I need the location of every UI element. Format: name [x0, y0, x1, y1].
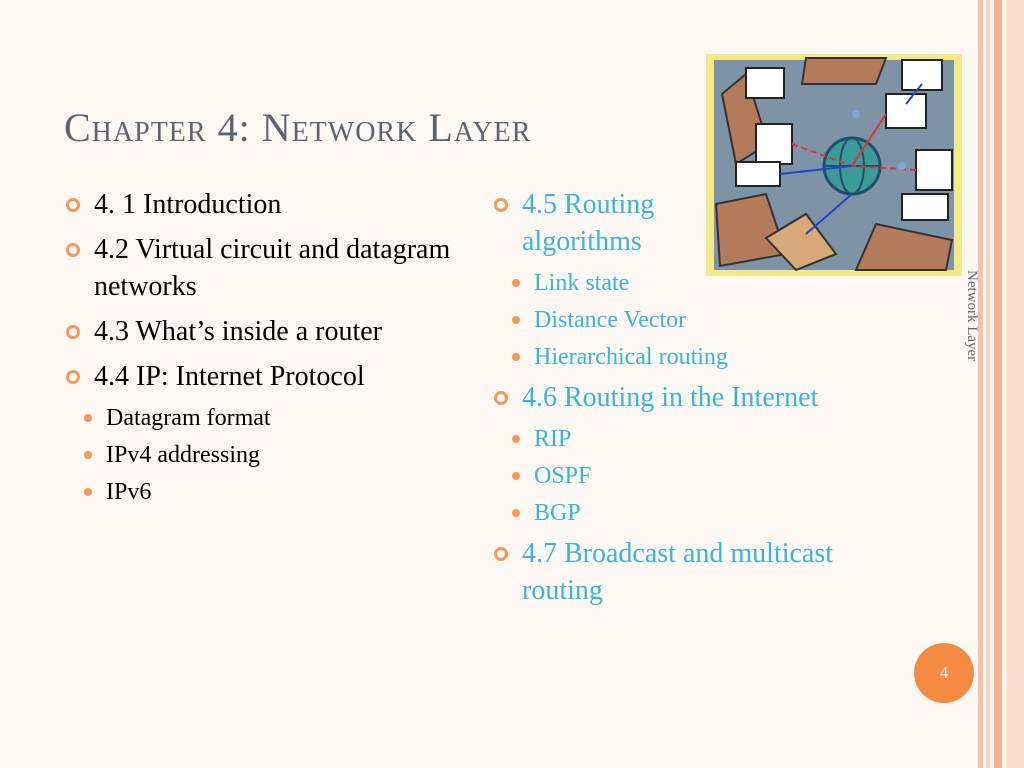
dot-bullet-icon: [84, 488, 92, 496]
bullet-item: 4.7 Broadcast and multicast routing: [494, 535, 834, 609]
bullet-item: 4. 1 Introduction: [66, 186, 466, 223]
bullet-item: 4.3 What’s inside a router: [66, 313, 466, 350]
dot-bullet-icon: [512, 472, 520, 480]
sub-bullet-text: IPv4 addressing: [106, 442, 260, 468]
left-column: 4. 1 Introduction 4.2 Virtual circuit an…: [66, 186, 466, 514]
sub-bullet-item: BGP: [494, 498, 834, 528]
ring-bullet-icon: [494, 547, 508, 561]
page-number-badge: 4: [914, 643, 974, 703]
bullet-text: 4.7 Broadcast and multicast routing: [522, 538, 834, 606]
sub-bullet-text: RIP: [534, 426, 572, 452]
decorative-stripes: [978, 0, 1024, 768]
sub-bullet-item: Datagram format: [66, 403, 466, 433]
ring-bullet-icon: [66, 243, 80, 257]
sub-bullet-item: IPv4 addressing: [66, 440, 466, 470]
sub-bullet-item: RIP: [494, 424, 834, 454]
dot-bullet-icon: [512, 316, 520, 324]
sub-bullet-item: IPv6: [66, 477, 466, 507]
sub-bullet-text: Datagram format: [106, 405, 271, 431]
sub-bullet-item: Distance Vector: [494, 305, 834, 335]
bullet-text: 4.5 Routing algorithms: [522, 189, 655, 257]
page-number: 4: [939, 663, 949, 682]
dot-bullet-icon: [84, 414, 92, 422]
dot-bullet-icon: [512, 509, 520, 517]
dot-bullet-icon: [84, 451, 92, 459]
right-column: 4.5 Routing algorithms Link state Distan…: [494, 186, 834, 617]
bullet-text: 4.3 What’s inside a router: [94, 316, 382, 347]
sub-bullet-text: OSPF: [534, 463, 592, 489]
dot-bullet-icon: [512, 279, 520, 287]
bullet-item: 4.6 Routing in the Internet: [494, 379, 834, 416]
sub-bullet-text: IPv6: [106, 479, 152, 505]
sub-bullet-item: Hierarchical routing: [494, 342, 834, 372]
slide-title: Chapter 4: Network Layer: [64, 105, 532, 150]
ring-bullet-icon: [494, 391, 508, 405]
side-section-label: Network Layer: [964, 270, 980, 362]
bullet-item: 4.4 IP: Internet Protocol: [66, 358, 466, 395]
bullet-item: 4.2 Virtual circuit and datagram network…: [66, 231, 466, 305]
sub-bullet-text: Distance Vector: [534, 307, 687, 333]
bullet-text: 4.4 IP: Internet Protocol: [94, 361, 365, 392]
dot-bullet-icon: [512, 435, 520, 443]
sub-bullet-item: OSPF: [494, 461, 834, 491]
bullet-text: 4.6 Routing in the Internet: [522, 382, 819, 413]
dot-bullet-icon: [512, 353, 520, 361]
sub-bullet-text: Link state: [534, 270, 630, 296]
sub-bullet-item: Link state: [494, 268, 834, 298]
ring-bullet-icon: [66, 325, 80, 339]
ring-bullet-icon: [494, 198, 508, 212]
bullet-item: 4.5 Routing algorithms: [494, 186, 834, 260]
network-globe-clipart: [706, 54, 962, 276]
bullet-text: 4. 1 Introduction: [94, 189, 282, 220]
sub-bullet-text: BGP: [534, 500, 581, 526]
ring-bullet-icon: [66, 198, 80, 212]
sub-bullet-text: Hierarchical routing: [534, 344, 728, 370]
ring-bullet-icon: [66, 370, 80, 384]
bullet-text: 4.2 Virtual circuit and datagram network…: [94, 234, 451, 302]
